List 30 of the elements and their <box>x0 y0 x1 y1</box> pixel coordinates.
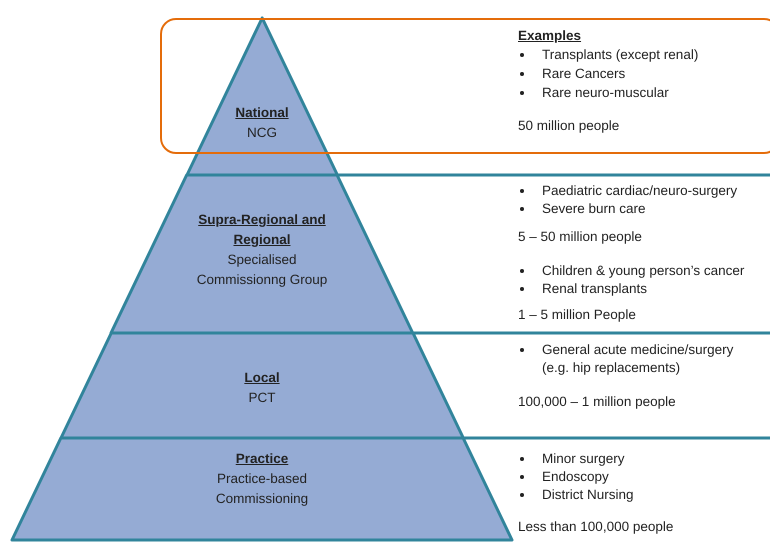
list-item: Renal transplants <box>542 280 648 298</box>
tier-heading: Supra-Regional and Regional <box>197 211 327 249</box>
population-text: 50 million people <box>518 117 620 135</box>
list-item: Transplants (except renal) <box>542 46 698 64</box>
population-text: 100,000 – 1 million people <box>518 393 676 411</box>
list-item: Rare neuro-muscular <box>542 84 669 102</box>
list-item: Minor surgery <box>542 450 626 468</box>
pyramid-tier <box>186 18 338 175</box>
examples-heading: Examples <box>518 27 582 45</box>
population-text: 5 – 50 million people <box>518 228 642 246</box>
population-text: 1 – 5 million People <box>518 306 636 324</box>
tier-subtitle: NCG <box>246 124 278 142</box>
examples-box <box>160 18 770 154</box>
tier-subtitle: Practice-based Commissioning <box>214 470 310 508</box>
tier-heading: Practice <box>234 450 290 468</box>
tier-heading: Local <box>243 369 281 387</box>
tier-subtitle: PCT <box>247 389 276 407</box>
list-item: General acute medicine/surgery (e.g. hip replacements) <box>542 341 734 377</box>
list-item: District Nursing <box>542 486 635 504</box>
tier-heading: National <box>234 104 290 122</box>
list-item: Children & young person’s cancer <box>542 262 746 280</box>
pyramid-tier <box>111 175 413 333</box>
population-text: Less than 100,000 people <box>518 518 674 536</box>
list-item: Paediatric cardiac/neuro-surgery <box>542 182 738 200</box>
pyramid-tier <box>60 333 464 438</box>
list-item: Endoscopy <box>542 468 610 486</box>
list-item: Rare Cancers <box>542 65 626 83</box>
list-item: Severe burn care <box>542 200 647 218</box>
pyramid-tier <box>12 438 512 540</box>
tier-subtitle: Specialised Commissionng Group <box>196 251 328 289</box>
